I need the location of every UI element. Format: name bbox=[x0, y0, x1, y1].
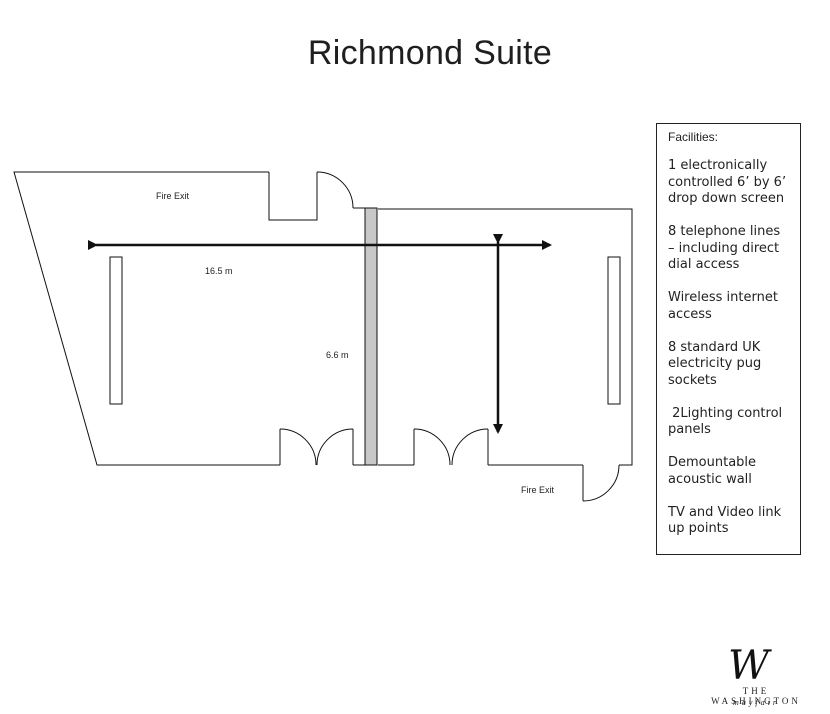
facility-item: 8 standard UK electricity pug sockets bbox=[668, 339, 762, 388]
screen-left bbox=[109, 256, 123, 405]
facility-item: 1 electronically controlled 6’ by 6’ dro… bbox=[668, 158, 787, 206]
facility-item: 2Lighting control panels bbox=[668, 405, 787, 438]
partition-wall bbox=[364, 207, 378, 466]
facility-item: TV and Video link up points bbox=[668, 504, 782, 537]
fire-exit-label-bottom: Fire Exit bbox=[521, 485, 555, 495]
brand-name: THE WASHINGTON bbox=[711, 686, 801, 706]
facility-item: 8 telephone lines – including direct dia… bbox=[668, 224, 781, 272]
brand-subtitle: mayfair bbox=[733, 698, 779, 707]
brand-monogram: W bbox=[728, 643, 770, 689]
facility-item: Demountable acoustic wall bbox=[668, 455, 757, 487]
page-title: Richmond Suite bbox=[307, 34, 553, 72]
brand-logo: W THE WASHINGTON mayfair bbox=[690, 646, 820, 710]
screen-right bbox=[607, 256, 621, 405]
facilities-panel: Facilities: 1 electronically controlled … bbox=[656, 123, 801, 555]
facility-item: Wireless internet access bbox=[668, 290, 778, 322]
length-label: 16.5 m bbox=[205, 266, 233, 276]
doors bbox=[279, 171, 620, 502]
width-label: 6.6 m bbox=[326, 350, 349, 360]
room-walls bbox=[13, 171, 633, 466]
fire-exit-label-top: Fire Exit bbox=[156, 191, 190, 201]
facilities-heading: Facilities: bbox=[668, 130, 719, 144]
